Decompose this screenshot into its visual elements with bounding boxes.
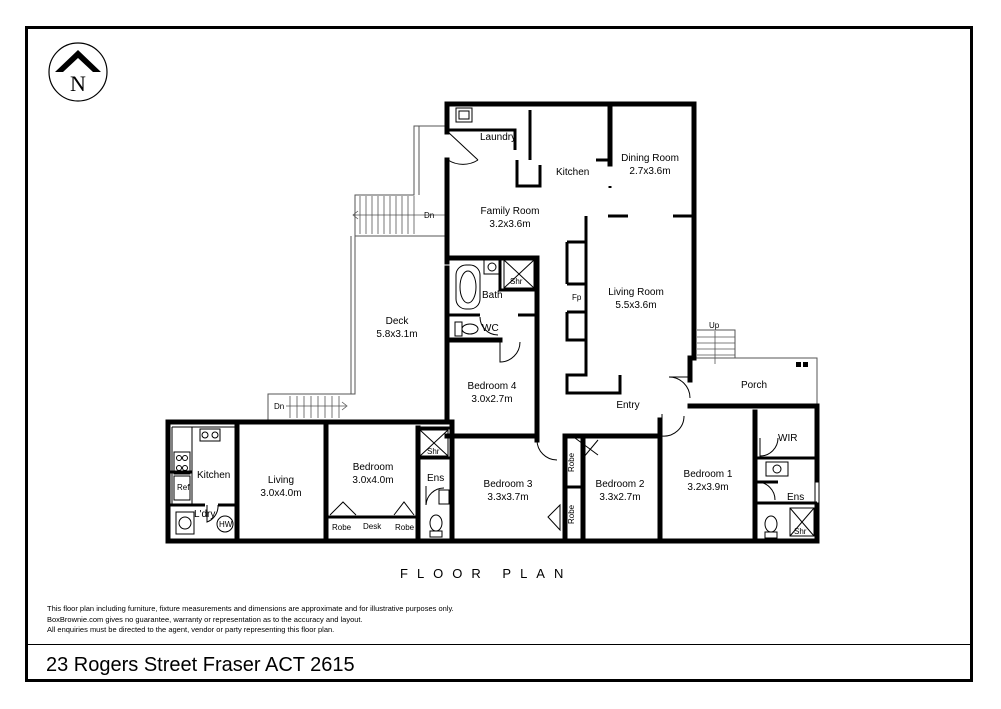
porch-light-icon [796, 362, 801, 367]
ens1-shower-icon [789, 507, 815, 537]
porch-light-icon-2 [803, 362, 808, 367]
porch-stairs [697, 331, 735, 364]
stair-top [352, 196, 445, 234]
interior-walls [168, 110, 817, 519]
ens2-toilet-icon [429, 514, 443, 532]
floor-plan-caption: FLOOR PLAN [400, 566, 573, 581]
bedroom3-label: Bedroom 3 [484, 479, 533, 490]
hot-water-icon [216, 515, 234, 533]
wc-toilet-icon [454, 321, 463, 337]
ens2-label: Ens [427, 473, 444, 484]
fixtures [171, 107, 815, 539]
kitchen-sink-icon [199, 428, 221, 442]
wc-label: WC [482, 323, 499, 334]
windows [180, 102, 820, 544]
bedroom1-label: Bedroom 1 [684, 469, 733, 480]
deck-dn-label: Dn [424, 211, 434, 220]
bedroom3-size: 3.3x3.7m [487, 492, 528, 503]
bedroom4-size: 3.0x2.7m [471, 394, 512, 405]
ens2-shr-label: Shr [427, 447, 440, 456]
ens2-basin-icon [438, 489, 450, 505]
flat-bedroom-label: Bedroom [353, 462, 394, 473]
flat-desk-label: Desk [363, 522, 382, 531]
bath-shr-label: Shr [510, 277, 523, 286]
flat-laundry-label: L'dry [194, 509, 215, 520]
deck-dn2-label: Dn [274, 402, 284, 411]
bath-tub-icon [455, 264, 481, 310]
plan-frame [25, 26, 973, 682]
laundry-tub-icon [455, 107, 473, 123]
family-room-label: Family Room [481, 206, 540, 217]
bath-shower-icon [503, 259, 535, 289]
bed2-robe1-label: Robe [567, 452, 576, 472]
entry-label: Entry [616, 400, 639, 411]
fireplace-label: Fp [572, 293, 582, 302]
deck-outline [267, 125, 447, 421]
north-compass-icon: N [48, 42, 108, 102]
flat-robe1-label: Robe [332, 523, 352, 532]
stair-bottom [286, 396, 348, 418]
ens1-basin-icon [765, 461, 789, 477]
bedroom2-label: Bedroom 2 [596, 479, 645, 490]
bath-basin-icon [483, 259, 501, 275]
disclaimer: This floor plan including furniture, fix… [47, 604, 454, 636]
ens1-toilet-icon [764, 515, 778, 533]
flat-living-label: Living [268, 475, 294, 486]
porch-label: Porch [741, 380, 767, 391]
flat-bedroom-size: 3.0x4.0m [352, 475, 393, 486]
ens1-shr-label: Shr [794, 527, 807, 536]
wir-label: WIR [778, 433, 797, 444]
bed2-robe2-label: Robe [567, 504, 576, 524]
bedroom4-label: Bedroom 4 [468, 381, 517, 392]
compass-letter: N [70, 71, 86, 96]
living-room-label: Living Room [608, 287, 664, 298]
ens1-label: Ens [787, 492, 804, 503]
disclaimer-line: All enquiries must be directed to the ag… [47, 625, 335, 634]
address-bar: 23 Rogers Street Fraser ACT 2615 [28, 644, 970, 680]
flat-living-size: 3.0x4.0m [260, 488, 301, 499]
doors [206, 131, 779, 532]
fridge-label: Ref [177, 483, 190, 492]
property-address: 23 Rogers Street Fraser ACT 2615 [46, 654, 355, 676]
living-room-size: 5.5x3.6m [615, 300, 656, 311]
disclaimer-line: BoxBrownie.com gives no guarantee, warra… [47, 614, 363, 624]
flat-robe2-label: Robe [395, 523, 415, 532]
flat-kitchen-label: Kitchen [197, 470, 230, 481]
deck-label: Deck [386, 316, 410, 327]
laundry-washer-icon [175, 511, 195, 535]
hot-water-label: HW [219, 520, 233, 529]
bath-label: Bath [482, 290, 503, 301]
dining-room-size: 2.7x3.6m [629, 166, 670, 177]
kitchen-label: Kitchen [556, 167, 589, 178]
ens2-shower-icon [419, 429, 449, 457]
fridge-icon [173, 475, 191, 501]
kitchen-cooktop-icon [173, 451, 191, 475]
family-room-size: 3.2x3.6m [489, 219, 530, 230]
porch-outline [693, 329, 818, 412]
porch-up-label: Up [709, 321, 720, 330]
laundry-label: Laundry [480, 132, 516, 143]
walls [165, 101, 820, 544]
disclaimer-line: This floor plan including furniture, fix… [47, 604, 454, 613]
bedroom1-size: 3.2x3.9m [687, 482, 728, 493]
bedroom2-size: 3.3x2.7m [599, 492, 640, 503]
deck-size: 5.8x3.1m [376, 329, 417, 340]
dining-room-label: Dining Room [621, 153, 679, 164]
